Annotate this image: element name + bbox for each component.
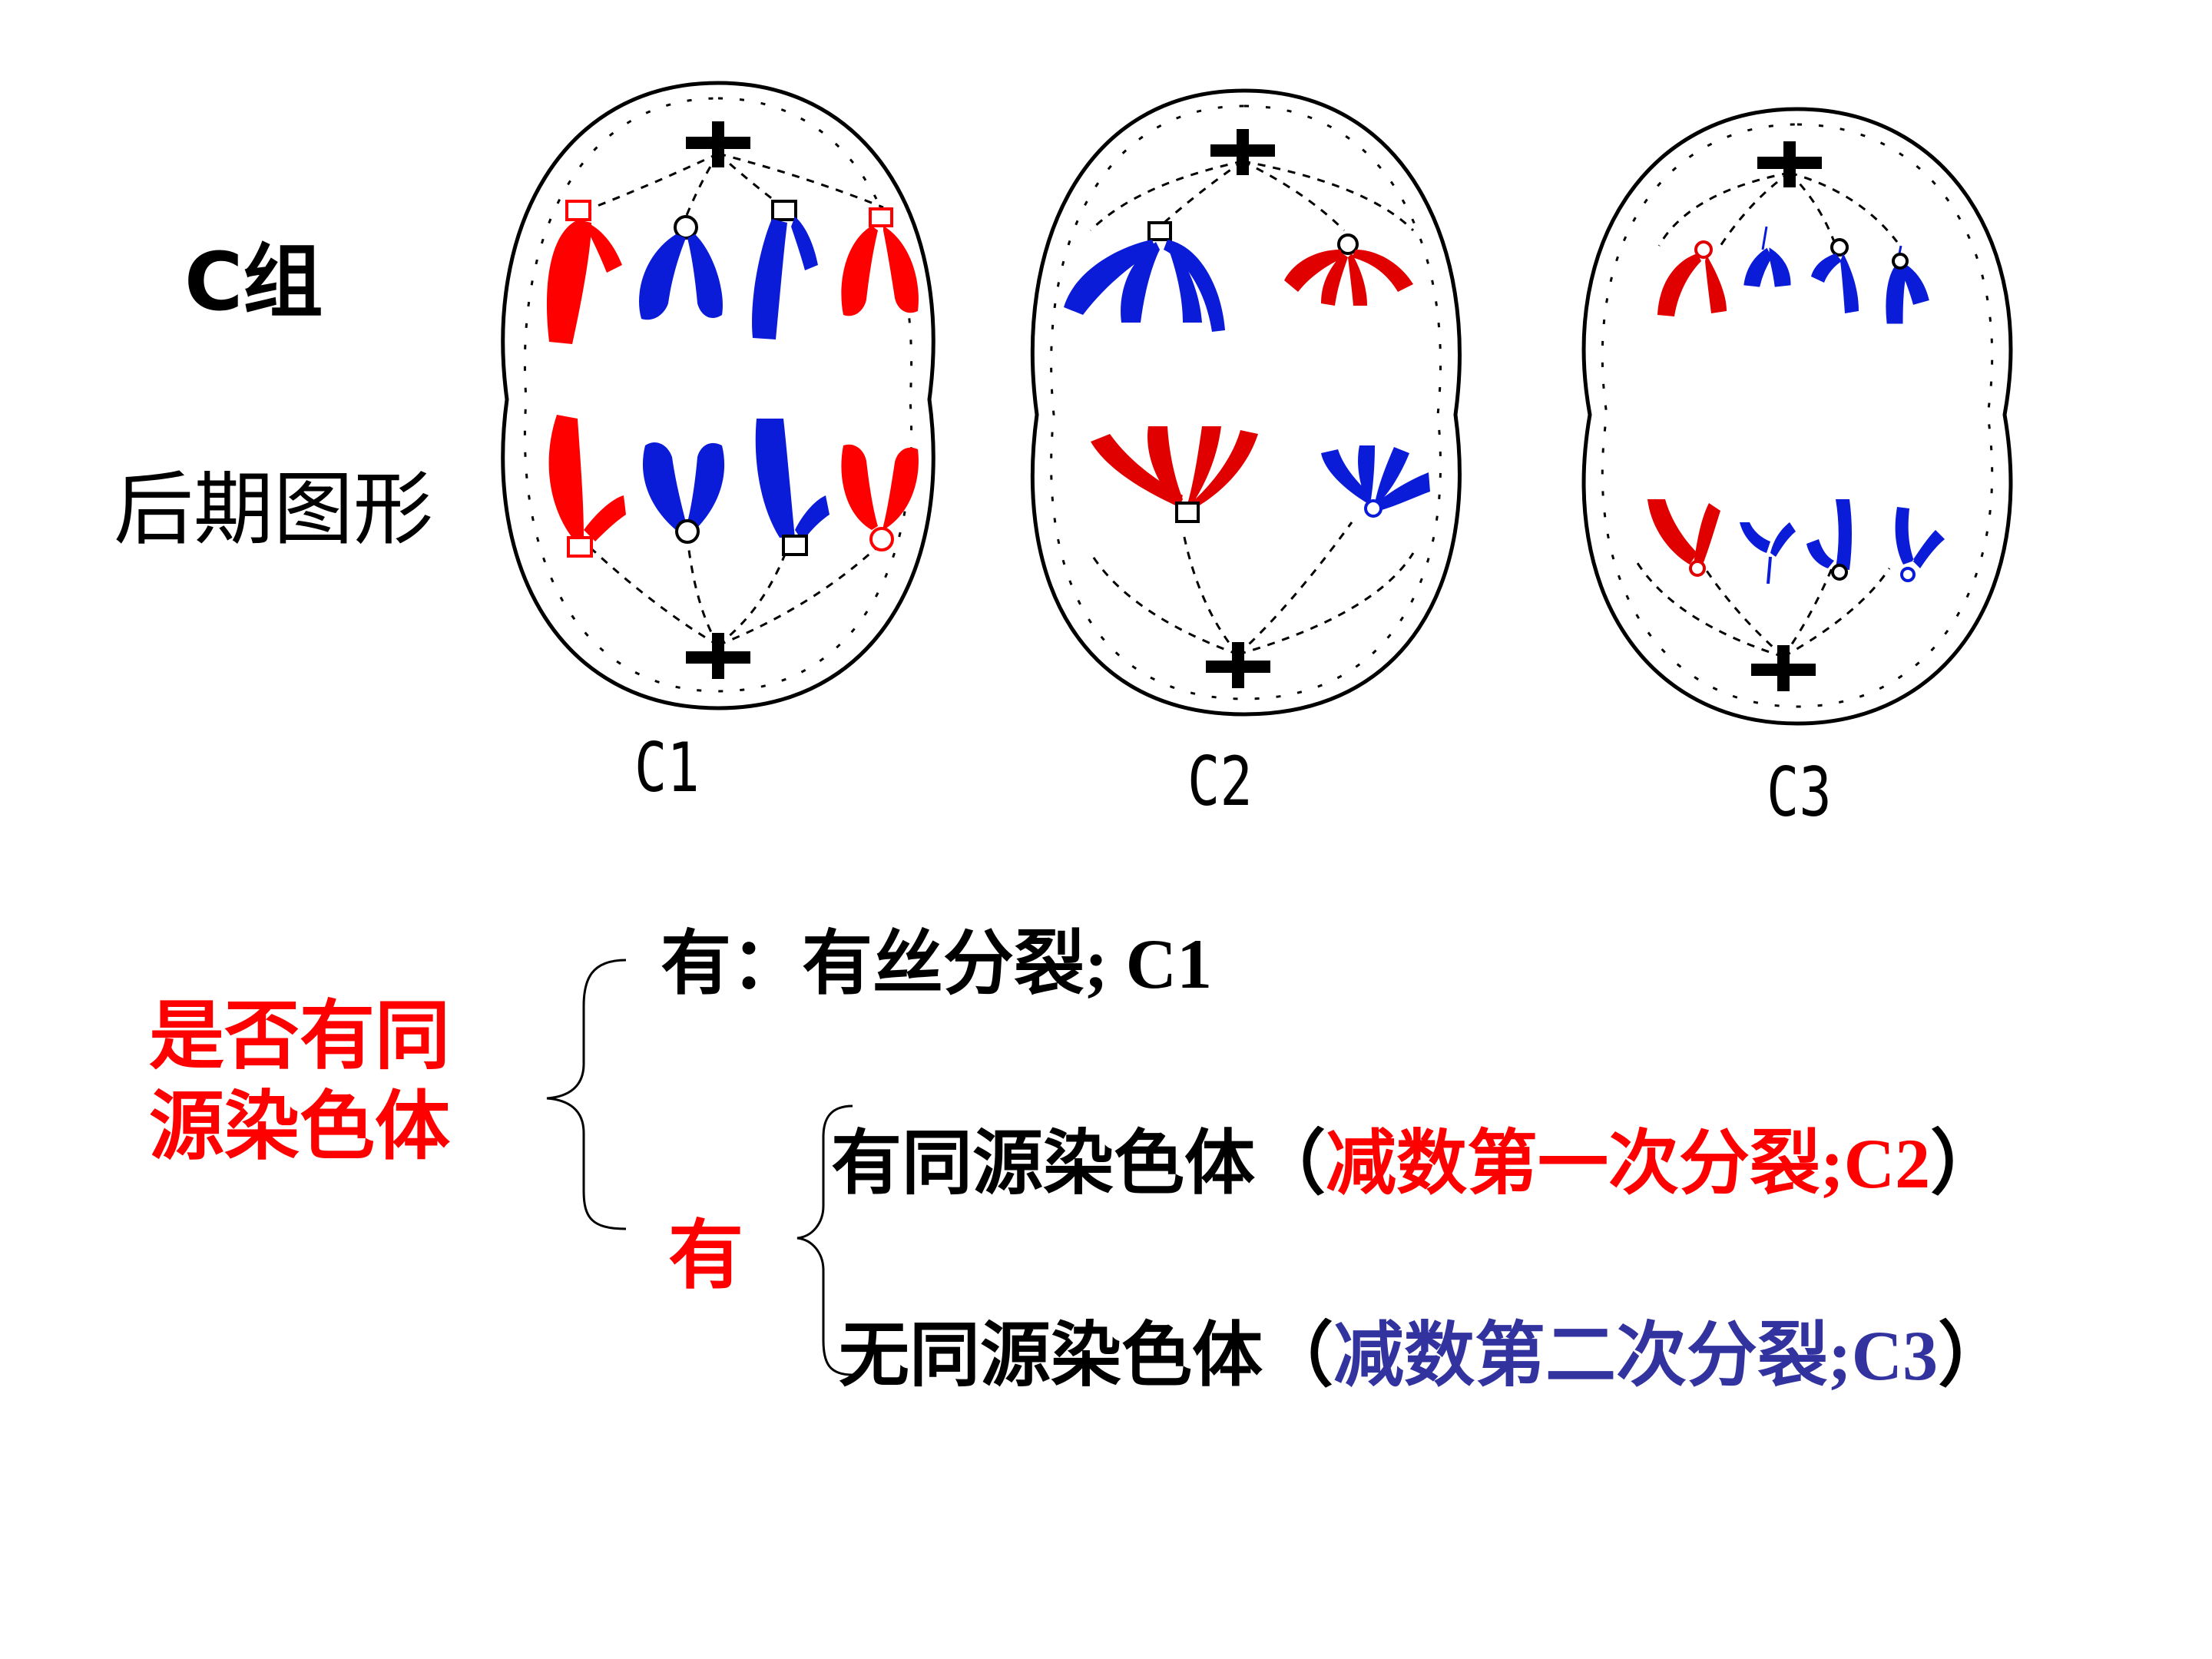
branch-meiosis-1-highlight: 减数第一次分裂;C2 [1326, 1124, 1931, 1203]
group-title: C组 [184, 235, 323, 329]
cell-membrane-inner-c3 [1601, 123, 1994, 708]
branch-meiosis-2: 无同源染色体（减数第二次分裂;C3） [839, 1298, 2008, 1400]
branch-meiosis-1: 有同源染色体（减数第一次分裂;C2） [831, 1106, 2001, 1208]
stage-title: 后期图形 [114, 462, 434, 556]
branch-meiosis-1-prefix: 有同源染色体（ [831, 1124, 1326, 1203]
branch-yes-label: 有 [668, 1212, 744, 1300]
spindle-fibers-c1 [582, 152, 885, 647]
chromosomes-lower-c3 [1647, 499, 1945, 584]
chromosomes-upper-c1 [546, 200, 919, 344]
cell-c3 [1581, 107, 2013, 726]
spindle-pole-bottom-c2 [1206, 642, 1270, 688]
spindle-fibers-c2 [1089, 160, 1415, 656]
cell-membrane-inner-c1 [523, 97, 913, 693]
cell-c2 [1030, 88, 1462, 717]
spindle-pole-top-c1 [686, 121, 750, 167]
chromosomes-lower-c2 [1091, 426, 1430, 523]
cell-membrane-c1 [501, 81, 935, 710]
branch-meiosis-2-prefix: 无同源染色体（ [839, 1316, 1334, 1395]
cell-label-c1: C1 [634, 728, 700, 807]
cell-c1 [501, 81, 935, 710]
spindle-fibers-c3 [1634, 171, 1899, 658]
spindle-pole-bottom-c3 [1751, 645, 1816, 691]
chromosomes-upper-c2 [1064, 221, 1413, 332]
branch-meiosis-1-suffix: ） [1930, 1124, 2002, 1203]
brace-main [546, 959, 627, 1230]
branch-meiosis-2-highlight: 减数第二次分裂;C3 [1333, 1316, 1939, 1395]
spindle-pole-top-c3 [1757, 141, 1822, 187]
cell-membrane-c2 [1030, 88, 1462, 717]
cell-label-c3: C3 [1767, 753, 1832, 832]
homologous-question: 是否有同源染色体 [148, 992, 450, 1171]
cell-membrane-inner-c2 [1050, 104, 1442, 700]
cell-label-c2: C2 [1187, 742, 1253, 821]
chromosomes-lower-c1 [548, 415, 919, 558]
chromosomes-upper-c3 [1657, 226, 1929, 324]
spindle-pole-bottom-c1 [686, 633, 750, 679]
branch-meiosis-2-suffix: ） [1938, 1316, 2009, 1395]
brace-sub [796, 1104, 853, 1376]
cell-membrane-c3 [1581, 107, 2013, 726]
branch-mitosis: 有：有丝分裂; C1 [661, 925, 1213, 1003]
spindle-pole-top-c2 [1210, 129, 1275, 175]
